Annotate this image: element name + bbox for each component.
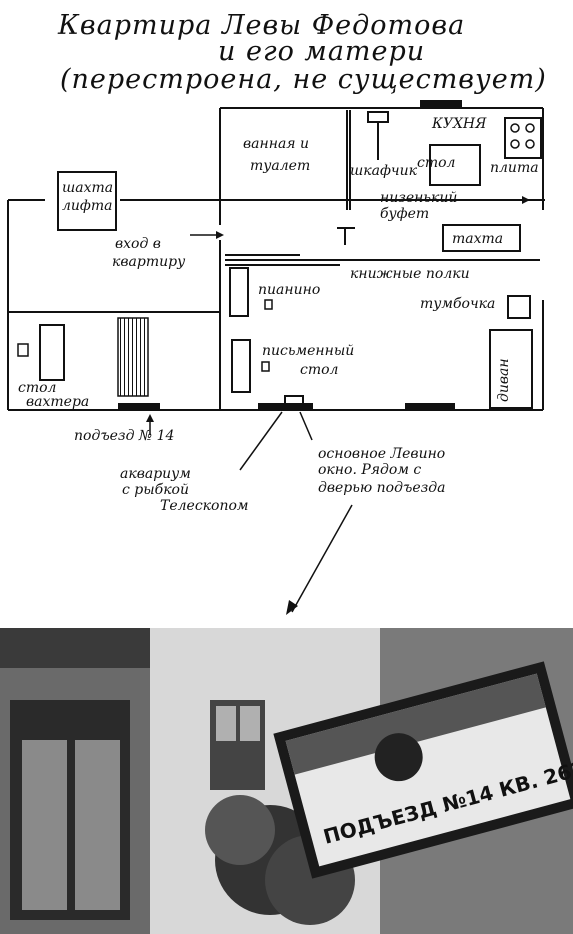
- window-label-1: основное Левино: [318, 446, 445, 462]
- desk-label-2: стол: [300, 362, 338, 378]
- desk-shape: [231, 339, 251, 393]
- desk-label-1: письменный: [262, 343, 354, 359]
- aquarium-shape: [284, 395, 304, 407]
- couch-shape: [489, 329, 533, 409]
- title-line-3: (перестроена, не существует): [60, 64, 547, 95]
- couch-label: диван: [496, 358, 512, 402]
- bookshelves-label: книжные полки: [350, 266, 470, 282]
- kitchen-table: [429, 144, 481, 186]
- buffet-label-1: низенький: [380, 190, 457, 206]
- entrance-sign-plaque: ПОДЪЕЗД №14 КВ. 262-282: [273, 661, 573, 879]
- buffet-label-2: буфет: [380, 206, 429, 222]
- window-label-3: дверью подъезда: [318, 480, 445, 496]
- wardrobe-label: шкафчик: [350, 163, 418, 179]
- title-line-2: и его матери: [218, 36, 425, 67]
- staircase: [117, 317, 149, 397]
- stove-label: плита: [490, 160, 539, 176]
- title-line-1: Квартира Левы Федотова: [57, 10, 465, 41]
- window-2: [405, 403, 455, 411]
- piano-label: пианино: [258, 282, 320, 298]
- entrance-sign-label: подъезд № 14: [74, 428, 174, 444]
- bath-label-2: туалет: [250, 158, 310, 174]
- bath-label-1: ванная и: [243, 136, 309, 152]
- nightstand-shape: [507, 295, 531, 319]
- porter-label-1: стол: [18, 380, 56, 396]
- entrance-label-2: квартиру: [112, 254, 186, 270]
- elevator-label-2: лифта: [62, 198, 113, 214]
- elevator-label-1: шахта: [62, 180, 113, 196]
- aquarium-label-3: Телескопом: [160, 498, 249, 514]
- window-label-2: окно. Рядом с: [318, 462, 421, 478]
- kitchen-label: КУХНЯ: [431, 116, 487, 132]
- wardrobe-shape: [367, 111, 389, 123]
- sofa-bed-label: тахта: [452, 231, 503, 247]
- lobby-walls: [7, 199, 220, 411]
- entrance-door: [118, 403, 160, 411]
- kitchen-window: [420, 100, 462, 108]
- stove-shape: [504, 117, 542, 159]
- nightstand-label: тумбочка: [420, 296, 495, 312]
- aquarium-label-1: аквариум: [120, 466, 191, 482]
- aquarium-label-2: с рыбкой: [122, 482, 189, 498]
- elevator-shaft: [57, 171, 117, 231]
- table-label: стол: [417, 155, 455, 171]
- entrance-label-1: вход в: [115, 236, 161, 252]
- porter-label-2: вахтера: [26, 394, 89, 410]
- porter-table-shape: [39, 324, 65, 381]
- photo-arrow: [291, 504, 353, 613]
- sofa-bed-shape: [442, 224, 521, 252]
- piano-shape: [229, 267, 249, 317]
